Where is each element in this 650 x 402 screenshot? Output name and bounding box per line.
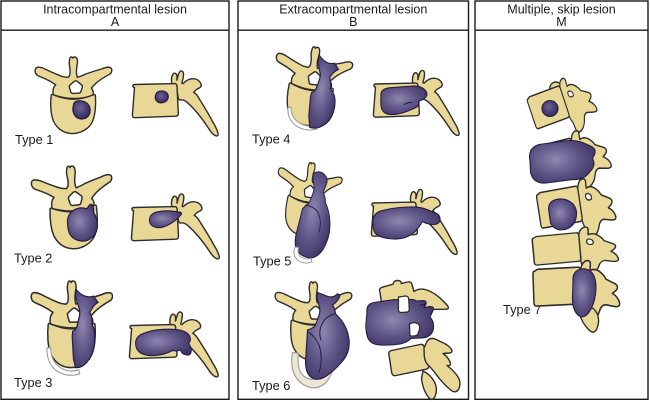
svg-text:Multiple, skip lesion: Multiple, skip lesion [507,3,615,17]
svg-text:Type 5: Type 5 [253,254,291,269]
svg-text:Type 6: Type 6 [252,378,290,393]
svg-text:Type 7: Type 7 [503,302,541,317]
svg-text:Type 1: Type 1 [15,132,53,147]
svg-text:B: B [349,15,357,29]
svg-text:A: A [111,15,120,29]
svg-text:Type 2: Type 2 [14,251,52,266]
svg-text:Type 3: Type 3 [14,375,52,390]
svg-text:Intracompartmental lesion: Intracompartmental lesion [43,3,187,17]
svg-text:Type 4: Type 4 [252,132,290,147]
svg-text:M: M [556,15,566,29]
svg-text:Extracompartmental lesion: Extracompartmental lesion [279,3,427,17]
